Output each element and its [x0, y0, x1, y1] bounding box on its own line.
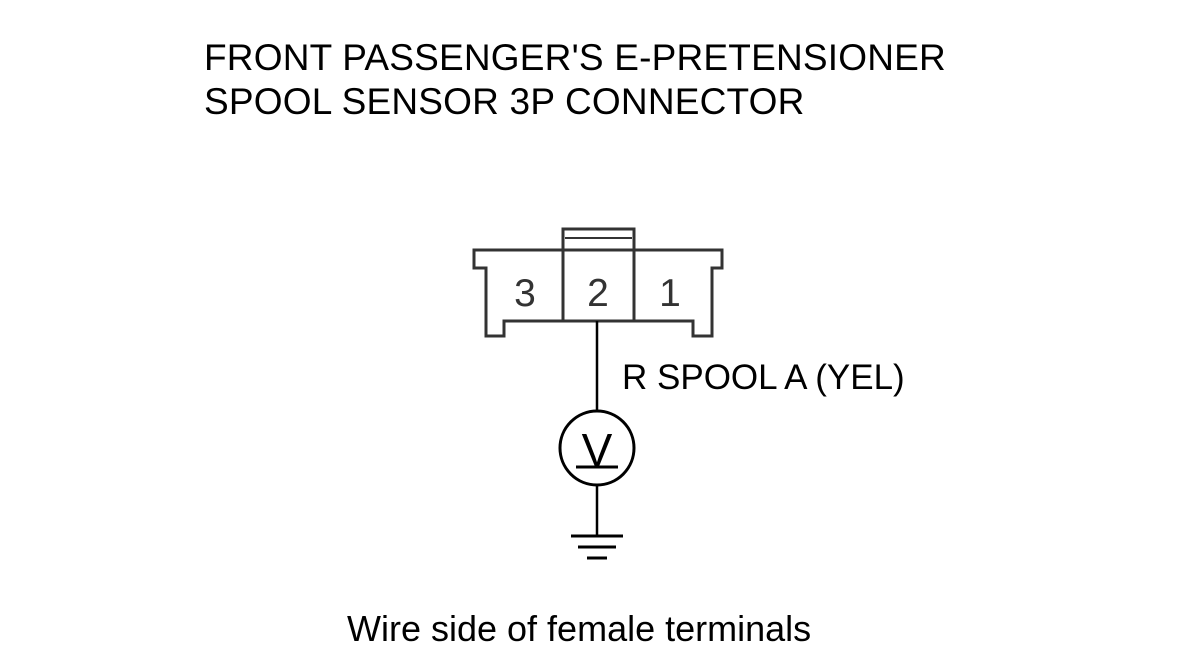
diagram-caption: Wire side of female terminals	[347, 608, 812, 649]
wire-label: R SPOOL A (YEL)	[622, 358, 905, 397]
diagram-title: FRONT PASSENGER'S E-PRETENSIONER SPOOL S…	[204, 36, 946, 124]
title-line-1: FRONT PASSENGER'S E-PRETENSIONER	[204, 37, 946, 78]
connector-housing	[472, 248, 724, 338]
terminal-3-label: 3	[514, 272, 536, 315]
title-line-2: SPOOL SENSOR 3P CONNECTOR	[204, 81, 805, 122]
terminal-1-label: 1	[659, 272, 681, 315]
connector-lock-tab	[561, 227, 636, 250]
connector-3p	[472, 227, 724, 338]
voltmeter-symbol: V	[558, 409, 636, 487]
ground-icon	[571, 534, 623, 560]
terminal-2-label: 2	[587, 272, 609, 315]
